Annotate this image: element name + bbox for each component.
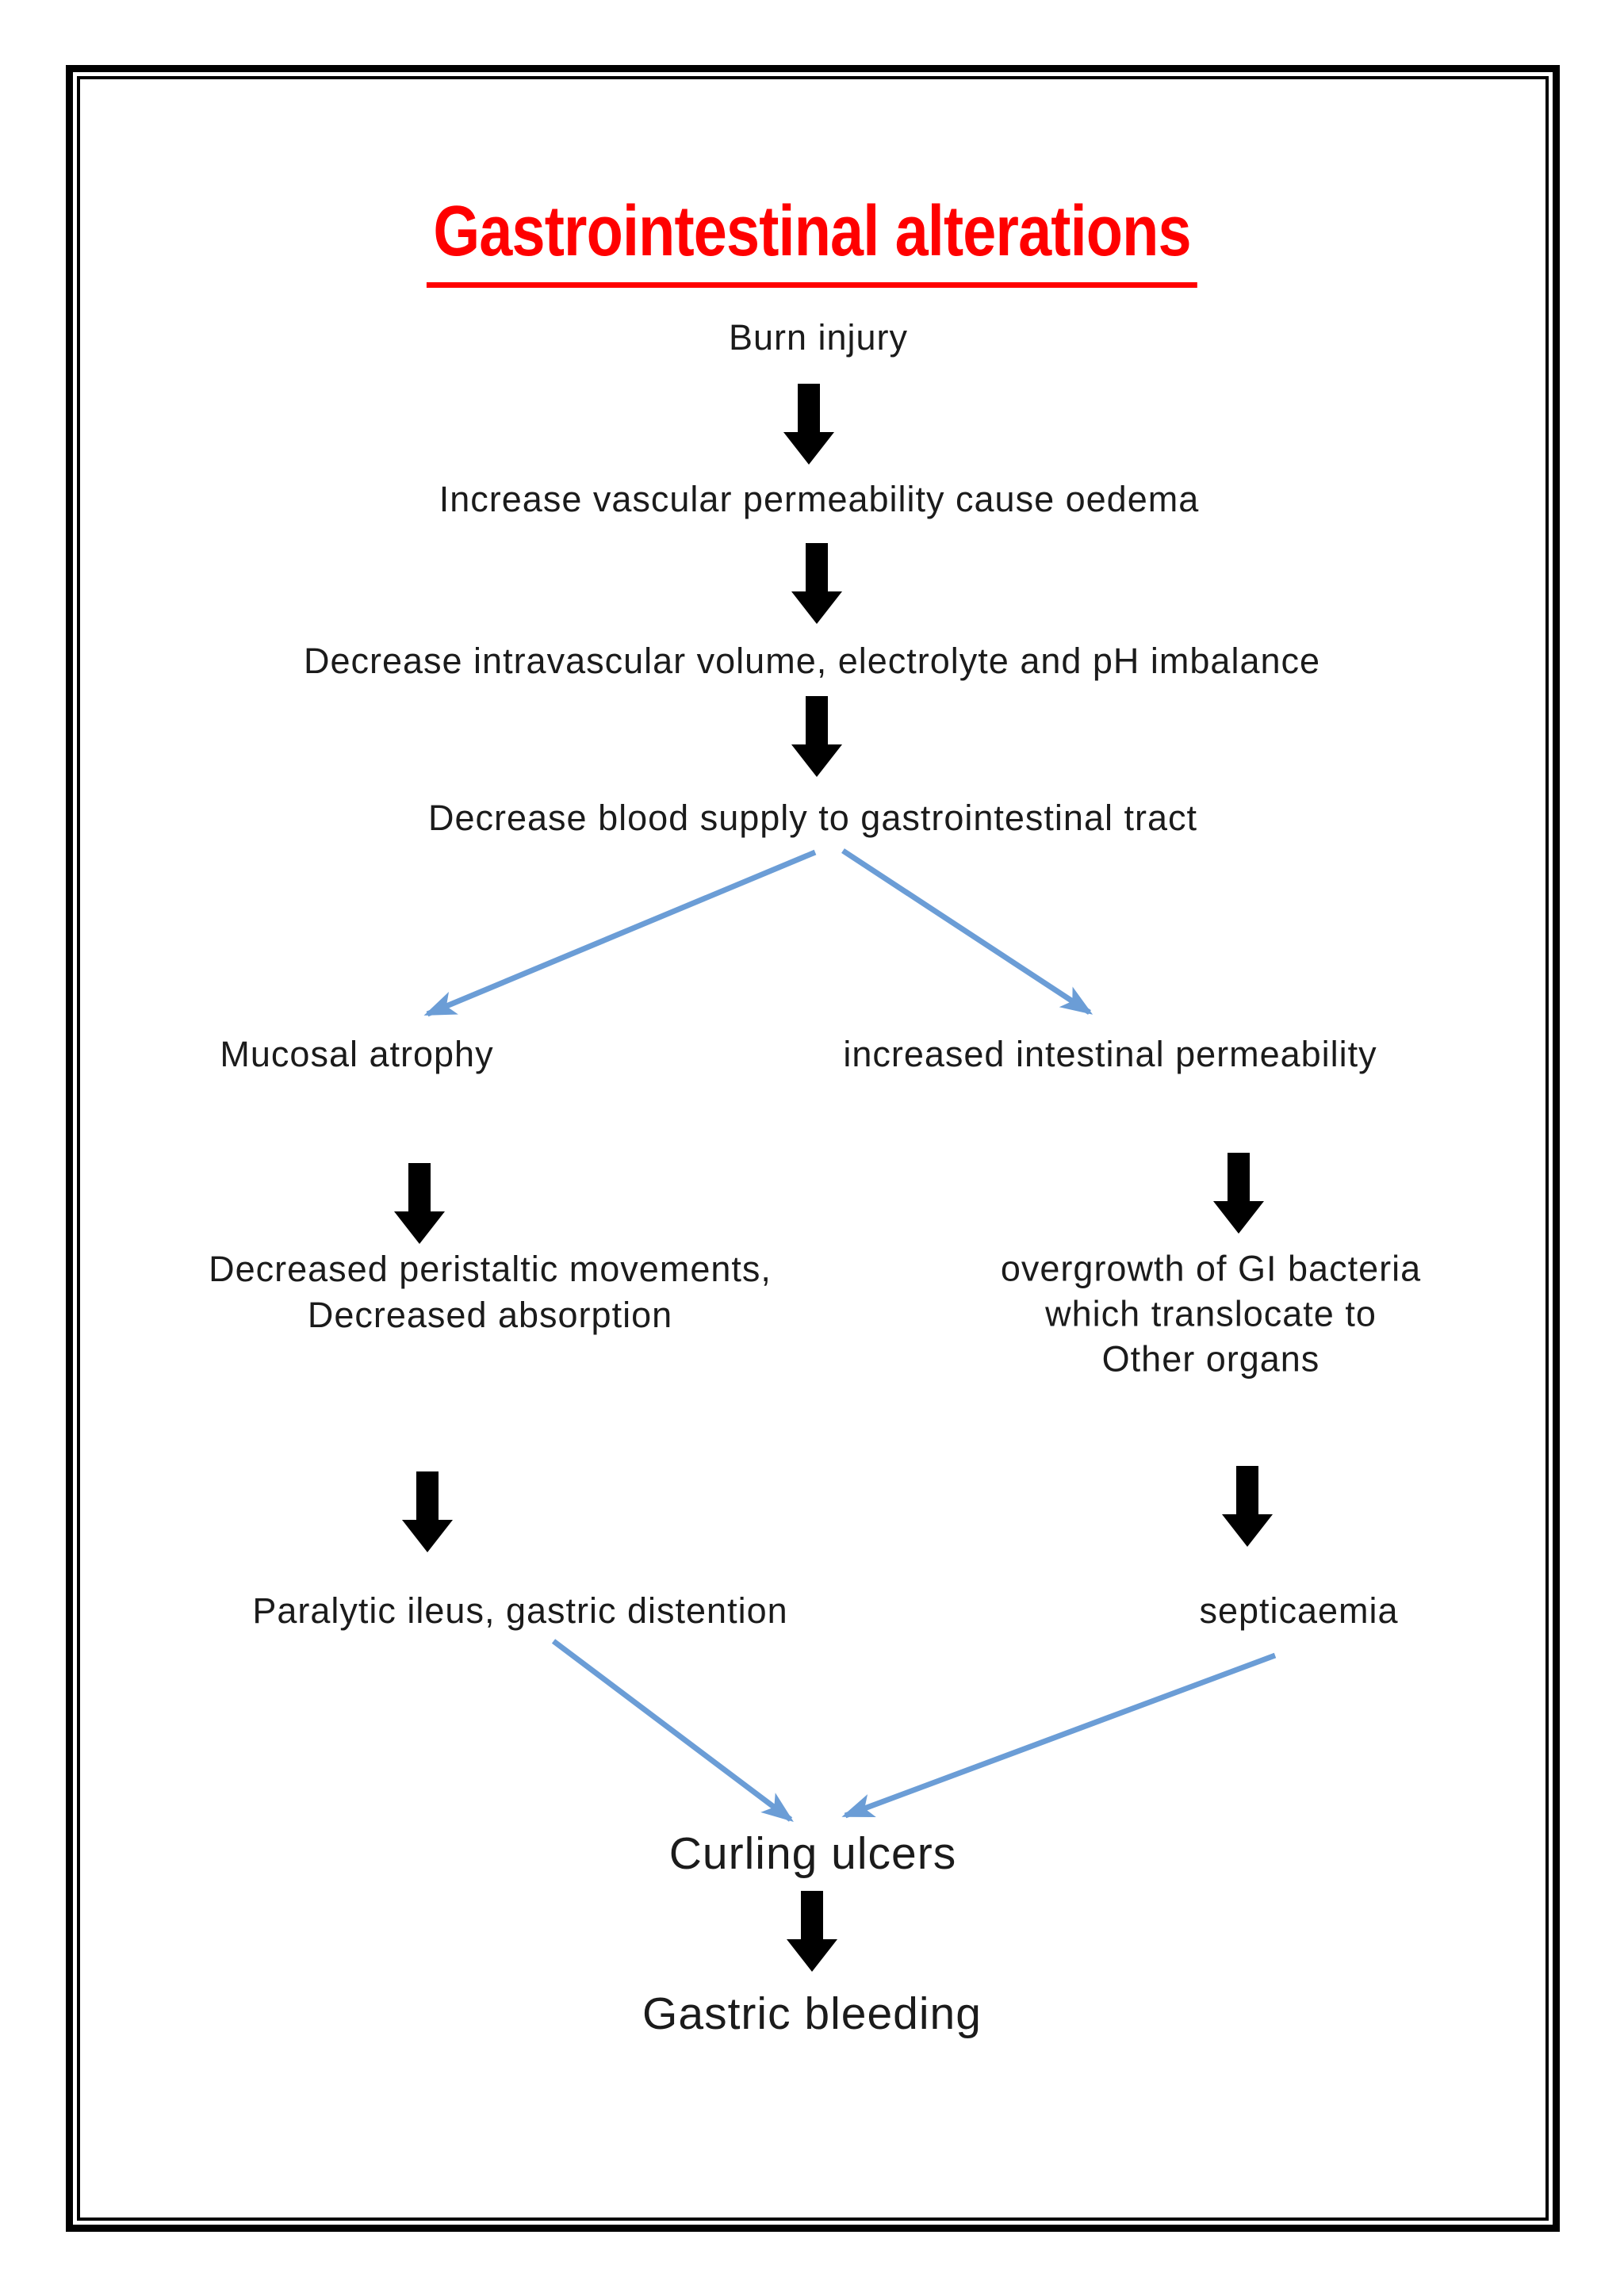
node-line: Decreased absorption (307, 1295, 673, 1335)
page-border (66, 65, 1560, 2232)
down-arrow-icon (394, 1163, 445, 1244)
down-arrow-icon (787, 1891, 837, 1972)
node-increase-vascular: Increase vascular permeability cause oed… (439, 479, 1200, 519)
down-arrow-icon (791, 543, 842, 624)
node-burn-injury: Burn injury (728, 317, 909, 358)
node-overgrowth: overgrowth of GI bacteria which transloc… (1001, 1246, 1421, 1382)
node-increased-permeability: increased intestinal permeability (843, 1034, 1377, 1074)
node-paralytic-ileus: Paralytic ileus, gastric distention (252, 1590, 788, 1631)
down-arrow-icon (1222, 1466, 1273, 1547)
node-septicaemia: septicaemia (1199, 1590, 1399, 1631)
node-mucosal-atrophy: Mucosal atrophy (220, 1034, 494, 1074)
down-arrow-icon (783, 384, 834, 465)
node-decreased-peristaltic: Decreased peristaltic movements, Decreas… (209, 1246, 772, 1338)
node-line: Other organs (1101, 1338, 1320, 1380)
node-curling-ulcers: Curling ulcers (668, 1828, 957, 1879)
node-line: overgrowth of GI bacteria (1000, 1248, 1422, 1289)
page-title: Gastrointestinal alterations (353, 191, 1270, 288)
down-arrow-icon (1213, 1153, 1264, 1234)
node-line: Decreased peristaltic movements, (209, 1249, 772, 1289)
node-decrease-blood-supply: Decrease blood supply to gastrointestina… (427, 798, 1198, 838)
node-line: which translocate to (1045, 1293, 1377, 1334)
node-decrease-intravascular: Decrease intravascular volume, electroly… (303, 641, 1321, 681)
page-title-text: Gastrointestinal alterations (426, 191, 1198, 288)
down-arrow-icon (402, 1471, 453, 1552)
node-gastric-bleeding: Gastric bleeding (642, 1988, 982, 2039)
down-arrow-icon (791, 696, 842, 777)
page-border-inner (77, 76, 1549, 2221)
